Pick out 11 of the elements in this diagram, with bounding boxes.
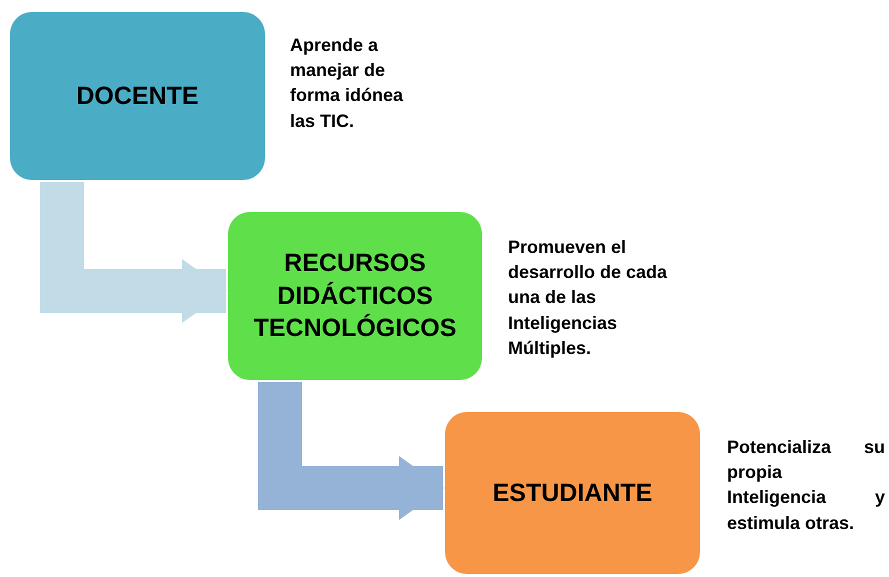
box-title: DOCENTE — [76, 80, 199, 112]
rounded-box — [445, 412, 700, 574]
rounded-box — [10, 12, 265, 180]
box-title: RECURSOS DIDÁCTICOS TECNOLÓGICOS — [252, 248, 458, 344]
description-text: Aprende a manejar de forma idónea las TIC. — [290, 34, 404, 133]
bent-arrow — [258, 382, 444, 520]
box-title: ESTUDIANTE — [492, 478, 652, 509]
bent-arrow — [40, 182, 227, 323]
rounded-box — [228, 212, 482, 380]
description-text: Potencializa su propia Inteligencia y estimula otras. — [727, 436, 885, 535]
description-text: Promueven el desarrollo de cada una de las Inteligencias Múltiples. — [508, 236, 668, 360]
